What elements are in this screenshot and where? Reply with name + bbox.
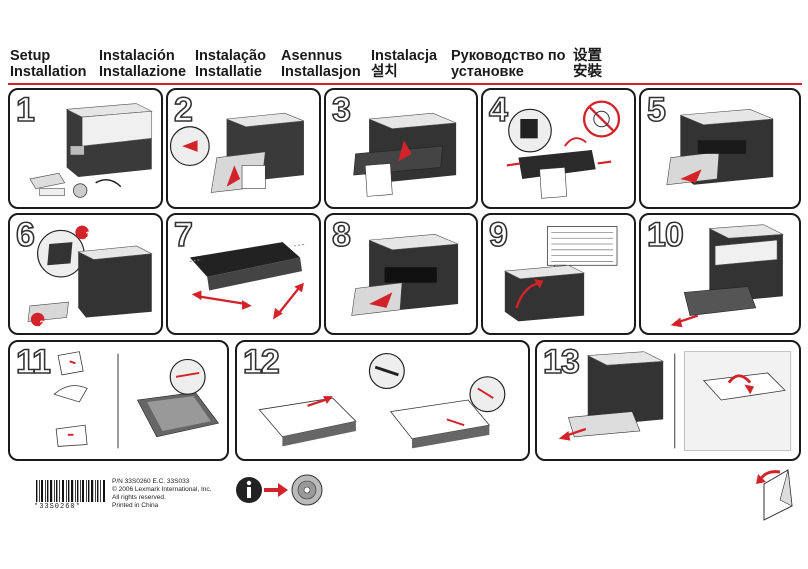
page-turn-icon[interactable] [756,466,800,522]
remove-packing-illustration [353,112,457,197]
step-panel-6: 6 1 2 [8,213,163,335]
load-paper-illustration [258,353,506,449]
step-panel-4: 4 [481,88,636,209]
barcode [36,480,105,502]
step-number: 8 [331,216,352,254]
printer-unboxed-illustration [29,103,153,198]
barcode-number: *33S0260* [34,503,81,511]
step-panel-13: 13 [535,340,801,461]
callout-badge-1: 1 [85,230,91,240]
step-number: 3 [331,91,352,129]
step-panel-9: 9 [481,213,636,335]
callout-badge-2: 2 [39,319,45,329]
step-number: 1 [15,91,36,129]
reinsert-cartridge-illustration [351,234,459,316]
step-number: 12 [242,343,280,381]
step-number: 6 [15,216,36,254]
step-number: 5 [646,91,667,129]
arrow-right-icon [264,483,288,497]
step-number: 13 [542,343,580,381]
header-rule [8,83,802,85]
header-col-zh: 设置安裝 [573,48,602,80]
step-panel-8: 8 [324,213,478,335]
step-number: 4 [488,91,509,129]
rights: All rights reserved. [112,494,166,501]
step-number: 7 [173,216,194,254]
step-panel-7: 7 [166,213,321,335]
cartridge-shake-illustration [189,242,306,320]
step-number: 11 [15,343,52,381]
copyright: © 2006 Lexmark International, Inc. [112,486,212,493]
adjust-tray-guides-illustration [53,351,220,449]
close-door-languages-illustration [503,226,618,322]
step-panel-12: 12 [235,340,530,461]
step-number: 10 [646,216,684,254]
step-panel-10: 10 [639,213,801,335]
step-panel-3: 3 [324,88,478,209]
close-front-door-illustration [27,225,153,327]
insert-tray-illustration [558,351,792,451]
step-panel-2: 2 [166,88,321,209]
printer-open-front-illustration [169,112,305,193]
step-number: 2 [173,91,194,129]
shake-cartridge-illustration [506,100,621,199]
step-number: 9 [488,216,509,254]
insert-cartridge-illustration [666,109,774,186]
step-panel-1: 1 [8,88,163,209]
step-panel-5: 5 [639,88,801,209]
step-panel-11: 11 [8,340,229,461]
cd-icon [291,474,323,506]
pull-tray-illustration [670,224,784,328]
part-number: P/N 33S0260 E.C. 33S033 [112,478,190,485]
info-icon [236,477,262,503]
info-cd-graphic [236,474,323,506]
part-number-block: P/N 33S0260 E.C. 33S033 © 2006 Lexmark I… [112,478,211,510]
printed-in: Printed in China [112,502,159,509]
